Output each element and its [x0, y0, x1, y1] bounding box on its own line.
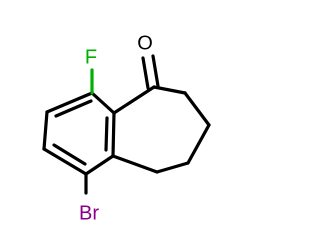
fluorine-label: F: [85, 46, 97, 68]
bond-c5-c6: [152, 85, 187, 95]
ring-inner-double-top: [54, 99, 93, 118]
ring-bond-bottom-left: [42, 147, 88, 176]
ring-bond-right: [111, 111, 116, 158]
bromine-label: Br: [79, 202, 99, 224]
ring-inner-double-right: [104, 116, 109, 152]
carbonyl-bond-b: [151, 54, 160, 88]
oxygen-label: O: [137, 32, 153, 54]
bond-c8-c9: [155, 161, 190, 174]
carbonyl-bond-a: [141, 56, 150, 90]
ring-bond-bottom-right: [84, 154, 115, 176]
bond-c6-c7: [183, 91, 211, 127]
ring-bond-top-right: [90, 91, 116, 115]
ring-bond-top-left: [45, 91, 94, 114]
molecule-diagram: F O Br: [42, 32, 211, 224]
ring-inner-double-left: [52, 143, 87, 166]
bond-c5a-c5: [112, 85, 156, 115]
ring-bond-left: [42, 110, 49, 151]
bond-c7-c8: [186, 123, 211, 165]
structure-canvas: F O Br: [42, 32, 211, 225]
bond-c9-c9a: [111, 154, 159, 174]
